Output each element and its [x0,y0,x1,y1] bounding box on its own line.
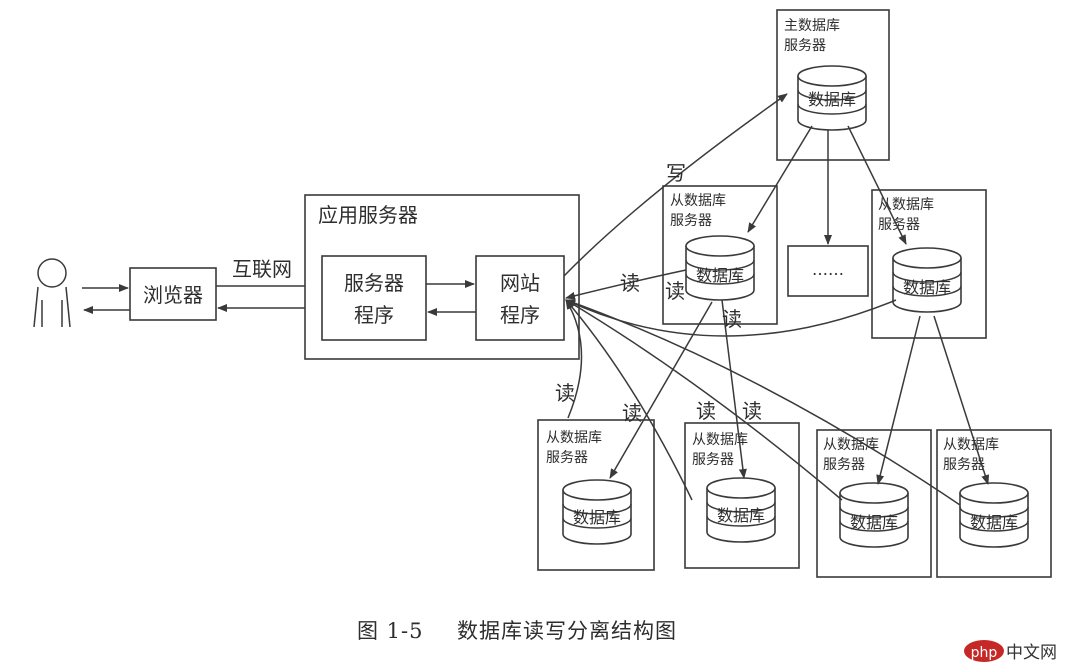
more-servers-ellipsis: …… [812,260,844,279]
slave-database-label-6: 数据库 [970,513,1018,532]
browser-label: 浏览器 [143,283,203,307]
read-edge-6 [565,299,961,506]
slave-db-server-2-line2: 服务器 [878,217,920,233]
slave-database-label-5: 数据库 [850,513,898,532]
replication-edge-3 [847,125,907,245]
slave-db-server-2-line1: 从数据库 [878,197,934,213]
replication-edge-7 [721,299,747,479]
app-server-label: 应用服务器 [318,203,418,227]
website-program-line1: 网站 [500,271,540,295]
slave-database-label-2: 数据库 [903,278,951,297]
master-db-server-line1: 主数据库 [784,18,840,34]
read-edge-1 [565,269,687,300]
read-edge-5 [565,299,843,501]
replication-edge-6 [609,301,713,479]
slave-db-server-1-line2: 服务器 [670,213,712,229]
user-figure [33,258,71,328]
replication-edge-5 [933,315,990,485]
read-label-2: 读 [665,279,685,303]
master-database-label: 数据库 [808,90,856,109]
slave-database-label-4: 数据库 [717,506,765,525]
slave-db-server-3-line2: 服务器 [546,450,588,466]
internet-label: 互联网 [232,257,292,281]
figure-title: 数据库读写分离结构图 [457,619,677,643]
read-label-1: 读 [620,271,640,295]
read-label-7: 读 [742,399,762,423]
watermark-badge: php [971,645,998,661]
replication-edge-1 [747,125,813,233]
read-edge-3 [565,299,583,419]
write-edge [563,93,788,277]
read-label-5: 读 [622,401,642,425]
website-program-line2: 程序 [500,303,540,327]
slave-db-server-4-line2: 服务器 [692,452,734,468]
read-label-3: 读 [722,307,742,331]
slave-database-label-3: 数据库 [573,508,621,527]
server-program-line1: 服务器 [344,271,404,295]
master-db-server-line2: 服务器 [784,38,826,54]
watermark-text: 中文网 [1006,643,1057,663]
slave-db-server-5-line2: 服务器 [823,457,865,473]
figure-number: 图 1-5 [357,619,424,643]
slave-database-label-1: 数据库 [696,266,744,285]
slave-db-server-1-line1: 从数据库 [670,193,726,209]
server-program-box [321,255,427,341]
website-program-box [475,255,565,341]
write-label: 写 [666,161,686,185]
server-program-line2: 程序 [354,303,394,327]
watermark-logo: php 中文网 [964,640,1057,663]
slave-db-server-3-line1: 从数据库 [546,430,602,446]
read-edge-4 [565,299,693,501]
slave-db-server-4-line1: 从数据库 [692,432,748,448]
browser-box [129,267,217,321]
slave-db-server-6-line2: 服务器 [943,457,985,473]
read-label-6: 读 [696,399,716,423]
read-label-4: 读 [555,381,575,405]
slave-db-server-6-line1: 从数据库 [943,437,999,453]
more-servers-box [787,245,869,297]
slave-db-server-5-line1: 从数据库 [823,437,879,453]
read-edge-2 [565,299,897,337]
